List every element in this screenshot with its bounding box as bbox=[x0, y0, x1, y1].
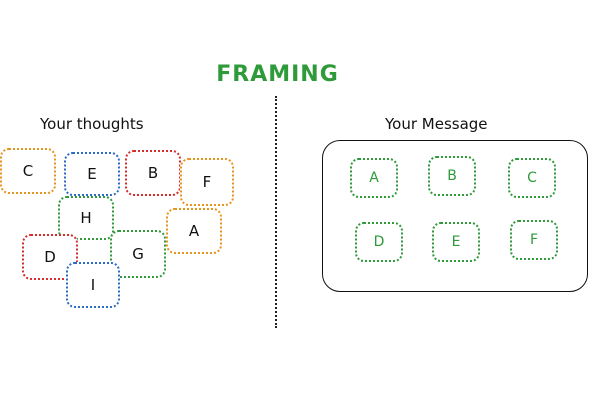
thought-label: G bbox=[132, 245, 144, 263]
message-label: C bbox=[527, 170, 537, 186]
thought-label: E bbox=[87, 165, 97, 183]
message-box-f: F bbox=[510, 220, 558, 260]
thought-label: A bbox=[188, 222, 200, 240]
thought-box-b: B bbox=[125, 150, 181, 196]
message-label: E bbox=[451, 234, 461, 250]
thought-box-a: A bbox=[166, 208, 222, 254]
thoughts-heading: Your thoughts bbox=[40, 115, 144, 133]
message-box-d: D bbox=[355, 222, 403, 262]
message-label: D bbox=[373, 234, 385, 250]
message-box-c: C bbox=[508, 158, 556, 198]
thought-box-f: F bbox=[180, 158, 234, 206]
thought-label: H bbox=[80, 209, 92, 227]
thought-box-c: C bbox=[0, 148, 56, 194]
thought-label: F bbox=[202, 173, 212, 191]
thought-label: B bbox=[147, 164, 159, 182]
thought-label: C bbox=[22, 162, 34, 180]
thought-box-i: I bbox=[66, 262, 120, 308]
message-heading: Your Message bbox=[385, 115, 488, 133]
center-divider bbox=[275, 96, 277, 328]
diagram-title: FRAMING bbox=[216, 62, 339, 87]
thought-label: I bbox=[90, 276, 96, 294]
message-label: B bbox=[447, 168, 457, 184]
message-label: A bbox=[369, 170, 379, 186]
message-label: F bbox=[529, 232, 539, 248]
message-box-a: A bbox=[350, 158, 398, 198]
message-box-b: B bbox=[428, 156, 476, 196]
message-box-e: E bbox=[432, 222, 480, 262]
thought-box-h: H bbox=[58, 196, 114, 240]
thought-label: D bbox=[44, 248, 56, 266]
thought-box-e: E bbox=[64, 152, 120, 196]
